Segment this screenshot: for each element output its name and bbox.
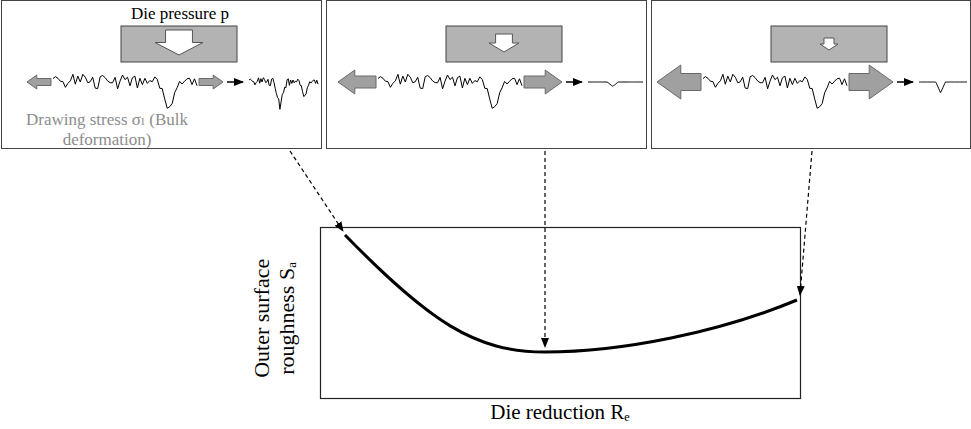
rough-profile [703,74,847,108]
pressure-arrow [489,34,519,52]
transition-arrow [227,81,243,83]
rough-profile [378,74,522,108]
drawing-stress-label: Drawing stress σₗ (Bulk deformation) [18,110,196,149]
axis-label: Die reduction Rₑ [320,401,800,424]
transition-arrow [897,81,913,83]
panel-frame [327,1,647,149]
leader-arrow [544,151,545,347]
transition-arrow [566,81,582,83]
pressure-arrow [155,30,203,55]
roughness-curve [345,235,797,352]
stress-arrow [524,70,562,94]
pressure-arrow [820,38,838,50]
stress-arrow [657,65,701,99]
die-block [446,26,562,62]
smoothed-profile [919,82,967,93]
axis-label: Outer surface roughness Sₐ [249,238,300,398]
leader-arrow [290,151,343,231]
smoothed-profile [588,82,643,86]
panel-frame [652,1,971,149]
chart-frame [321,228,801,399]
stress-arrow [338,70,376,94]
leader-arrow [800,151,812,295]
stress-arrow [849,65,893,99]
die-block [121,26,237,62]
stress-arrow [199,75,223,89]
die-block [771,26,887,62]
stress-arrow [27,75,51,89]
panel-frame [2,1,322,149]
smoothed-profile [249,78,318,110]
die-pressure-label: Die pressure p [100,4,260,24]
rough-profile [53,74,197,108]
